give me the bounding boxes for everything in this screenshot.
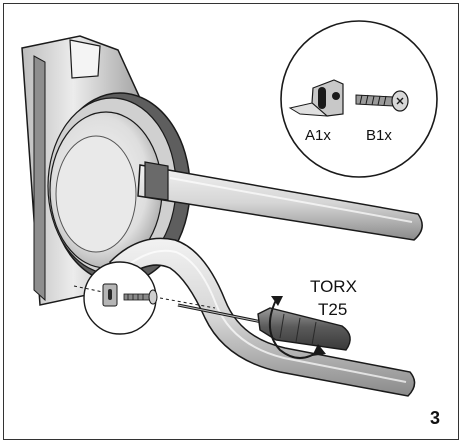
part-a-label: A1x <box>305 127 331 144</box>
detail-circle-mount <box>73 261 216 335</box>
torx-screwdriver <box>177 296 351 359</box>
step-number: 3 <box>430 408 440 428</box>
tool-type-label: TORX <box>310 277 357 296</box>
screw-b-icon <box>355 90 409 112</box>
part-b-label: B1x <box>366 127 392 144</box>
lower-bar <box>109 237 416 397</box>
upper-bar <box>137 161 423 241</box>
parts-detail-circle: A1x B1x <box>280 20 438 178</box>
bracket-a-icon <box>288 79 344 117</box>
rosette-disc <box>47 92 191 284</box>
tool-size-label: T25 <box>318 300 347 319</box>
